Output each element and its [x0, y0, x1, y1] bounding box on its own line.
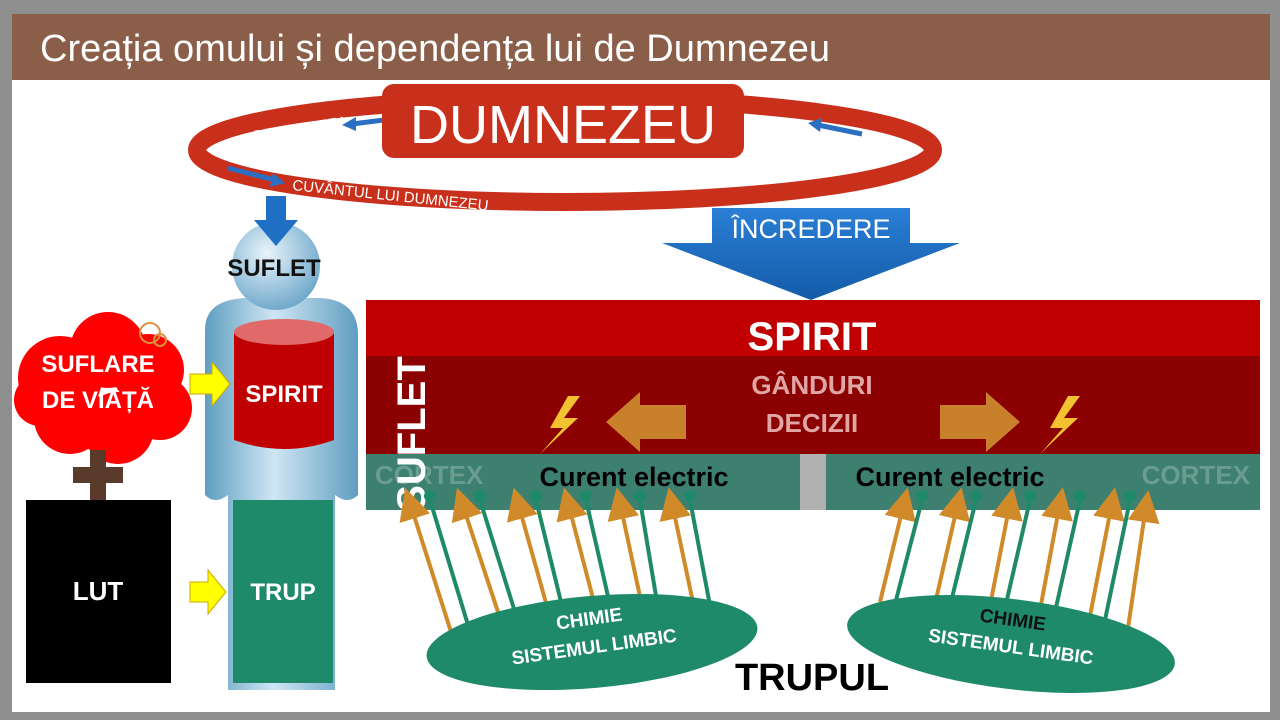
- ring-label-fruit: ROADĂ: [758, 120, 813, 142]
- cortex-right-label: CORTEX: [1142, 460, 1251, 490]
- lightning-right-icon: [1040, 396, 1080, 454]
- thought-arrow-left: [606, 392, 686, 452]
- god-box: [382, 84, 744, 158]
- decisions-label: DECIZII: [766, 408, 858, 438]
- thought-arrow-right: [940, 392, 1020, 452]
- slide-title: Creația omului și dependența lui de Dumn…: [40, 28, 830, 70]
- person-spirit-label: SPIRIT: [245, 381, 323, 408]
- person-body-box: [233, 500, 333, 683]
- limbic-left: [426, 593, 758, 691]
- clay-to-body-arrow: [189, 568, 227, 616]
- neuron-lines-right: [878, 487, 1160, 629]
- soul-arrow: [254, 196, 298, 246]
- soul-vertical-label: SUFLET: [390, 356, 434, 512]
- trust-arrow: [662, 208, 960, 300]
- cortex-divider: [800, 454, 826, 510]
- spirit-cylinder-top: [234, 319, 334, 345]
- plus-sign-icon: [73, 450, 123, 500]
- soul-layer: [366, 356, 1260, 454]
- spirit-layer: [366, 300, 1260, 356]
- cortex-left-label: CORTEX: [375, 460, 484, 490]
- current-left-label: Curent electric: [539, 462, 728, 492]
- breath-label-line1: SUFLARE: [41, 351, 154, 378]
- body-label: TRUPUL: [735, 657, 889, 699]
- breath-label-line2: DE VIAȚĂ: [42, 386, 154, 414]
- breath-cloud: [14, 312, 192, 464]
- clay-label: LUT: [73, 576, 124, 606]
- title-bar: [12, 14, 1270, 80]
- clay-box: [26, 500, 171, 683]
- god-label: DUMNEZEU: [410, 95, 716, 155]
- lightning-left-icon: [540, 396, 580, 454]
- ring-arrow-word: [227, 165, 285, 187]
- person-body-label: TRUP: [250, 579, 315, 606]
- person-head: [232, 222, 320, 310]
- limbic-right: [847, 595, 1175, 693]
- spirit-cylinder: [234, 332, 334, 449]
- spirit-layer-label: SPIRIT: [748, 315, 877, 359]
- trust-label: ÎNCREDERE: [730, 213, 890, 244]
- neuron-lines-left: [399, 487, 714, 636]
- breath-to-spirit-arrow: [189, 360, 231, 408]
- person-soul-label: SUFLET: [227, 255, 321, 282]
- thoughts-label: GÂNDURI: [751, 370, 872, 400]
- current-right-label: Curent electric: [855, 462, 1044, 492]
- ring-arrow-fruit: [808, 118, 863, 137]
